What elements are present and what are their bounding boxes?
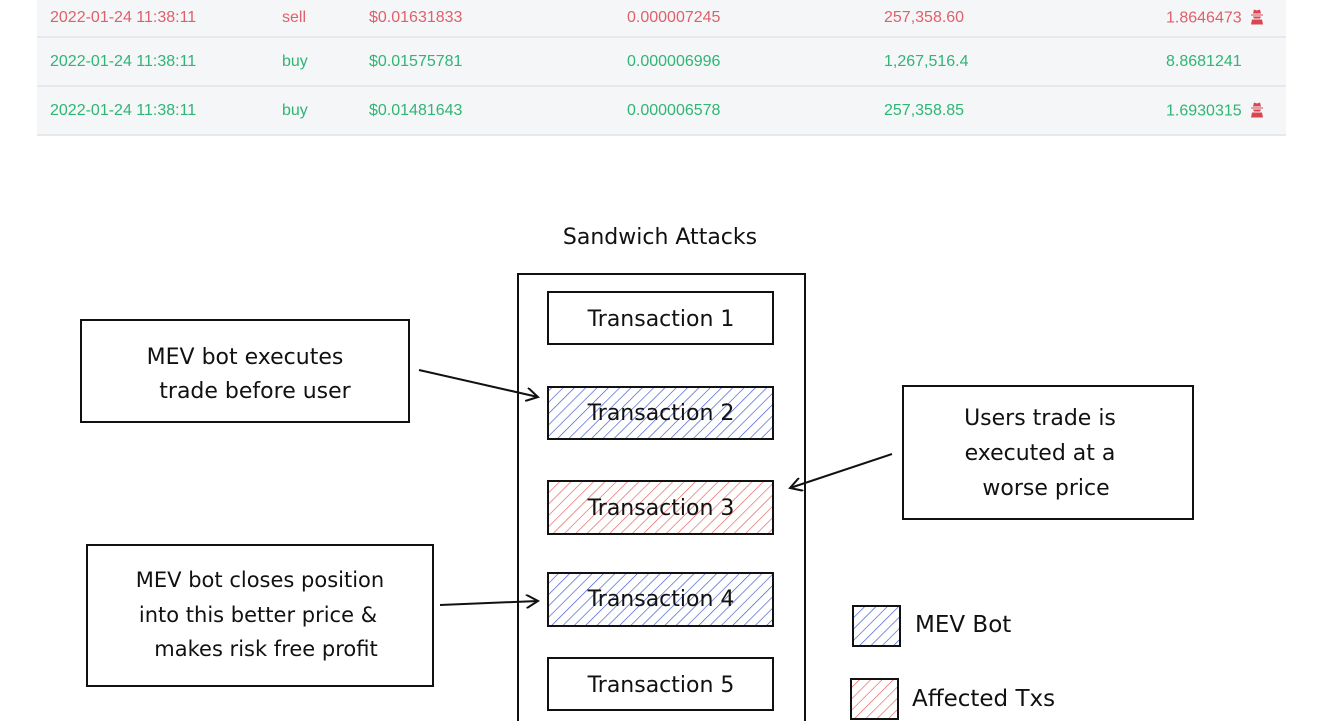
trade-price-usd: $0.01481643 [369,101,463,119]
trade-amount: 1,267,516.4 [884,52,969,70]
trade-time: 2022-01-24 11:38:11 [50,52,197,70]
note-user-trade: Users trade is executed at a worse price [902,385,1194,520]
trade-side: sell [282,9,307,26]
trade-side: buy [282,52,308,70]
transaction-1: Transaction 1 [547,291,774,345]
transaction-3: Transaction 3 [547,480,774,535]
trade-time: 2022-01-24 11:38:11 [50,9,197,26]
transaction-5: Transaction 5 [547,657,774,711]
table-row: 2022-01-24 11:38:11 buy $0.01481643 0.00… [37,87,1286,136]
spy-icon[interactable] [1250,101,1264,117]
legend: MEV Bot Affected Txs [850,605,1055,720]
trade-value-cell: 1.6930315 [1166,101,1264,120]
legend-swatch-affected [850,678,899,720]
svg-text:Transaction 4: Transaction 4 [587,587,735,612]
trade-value: 1.6930315 [1166,102,1242,119]
trade-side: buy [282,101,308,119]
svg-text:worse price: worse price [982,476,1109,501]
trade-price-usd: $0.01575781 [369,52,463,70]
arrow-back-run [439,601,538,605]
transaction-4: Transaction 4 [547,572,774,627]
legend-swatch-mev [852,605,901,647]
svg-text:into this better price &: into this better price & [139,603,377,627]
arrow-user-trade [790,453,893,488]
trade-price-usd: $0.01631833 [369,9,463,26]
trade-price-eth: 0.000006578 [627,101,721,119]
svg-text:Transaction 1: Transaction 1 [587,307,735,332]
trade-value: 1.8646473 [1166,9,1242,27]
svg-text:makes risk free profit: makes risk free profit [154,637,377,661]
trade-amount: 257,358.60 [884,9,965,26]
diagram-title: Sandwich Attacks [563,225,757,250]
trade-amount: 257,358.85 [884,101,965,119]
block-container [517,273,806,721]
svg-text:MEV bot closes position: MEV bot closes position [136,568,384,592]
svg-text:MEV bot executes: MEV bot executes [147,345,344,370]
table-row: 2022-01-24 11:38:11 buy $0.01575781 0.00… [37,38,1286,87]
trades-table: 2022-01-24 11:38:11 sell $0.01631833 0.0… [37,0,1286,136]
trade-time: 2022-01-24 11:38:11 [50,101,197,119]
svg-text:Transaction 3: Transaction 3 [587,496,735,521]
svg-text:executed at a: executed at a [965,441,1116,466]
note-back-run: MEV bot closes position into this better… [86,544,434,687]
trade-value: 8.8681241 [1166,52,1242,70]
note-front-run: MEV bot executes trade before user [80,319,410,423]
svg-text:Transaction 5: Transaction 5 [587,673,735,698]
legend-label-affected: Affected Txs [912,686,1055,712]
table-row: 2022-01-24 11:38:11 sell $0.01631833 0.0… [37,0,1286,38]
svg-text:Transaction 2: Transaction 2 [587,401,735,426]
spy-icon[interactable] [1250,9,1264,25]
svg-text:trade before user: trade before user [159,379,351,404]
arrow-front-run [418,369,538,397]
trade-value-cell: 1.8646473 [1166,9,1264,28]
trade-price-eth: 0.000007245 [627,9,721,26]
svg-text:Users trade is: Users trade is [964,406,1116,431]
trade-price-eth: 0.000006996 [627,52,721,70]
legend-label-mev: MEV Bot [915,612,1011,638]
transaction-2: Transaction 2 [547,386,774,440]
